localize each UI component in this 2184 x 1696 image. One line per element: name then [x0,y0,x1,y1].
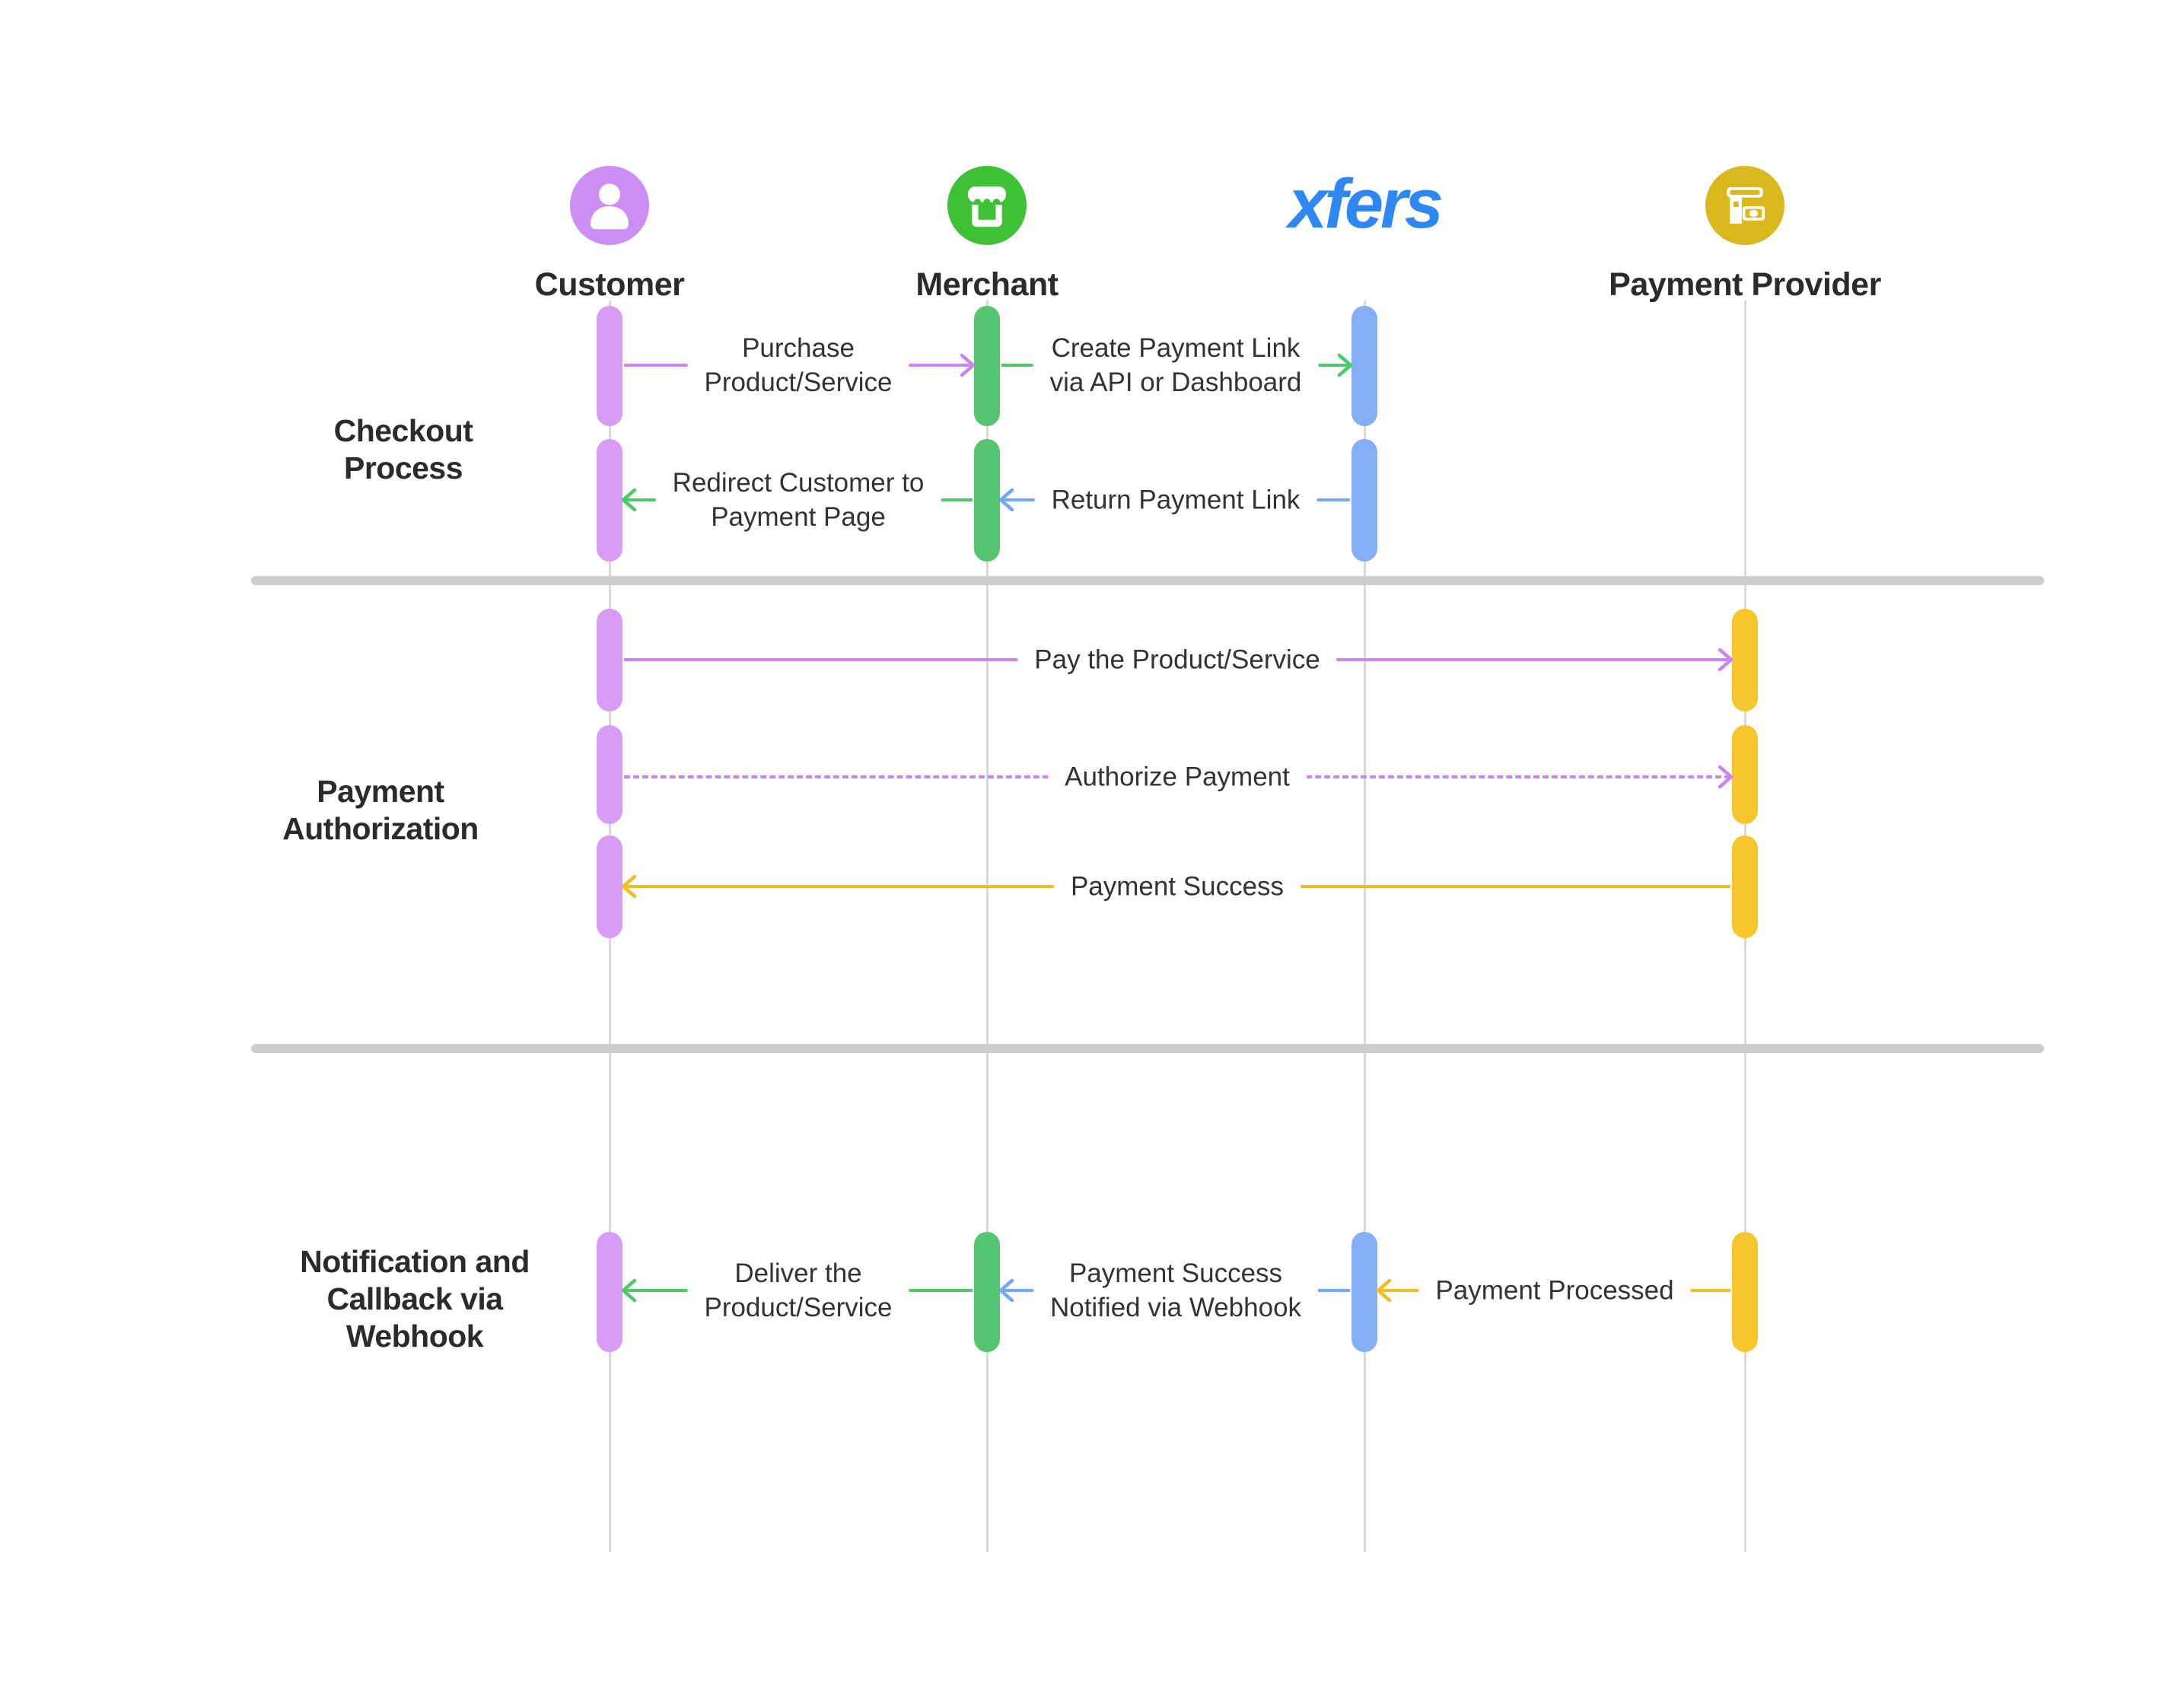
section-label-line: Notification and [300,1244,530,1279]
section-label-checkout-process: Checkout Process [205,412,601,487]
message-label-line: Redirect Customer to [672,468,925,498]
section-label-line: Webhook [345,1319,484,1354]
message-label-line: Authorize Payment [1065,762,1290,792]
bank-payment-icon-glyph [1727,187,1765,224]
storefront-icon [947,166,1027,245]
lifeline-xfers [1364,301,1366,1552]
message-label-line: Payment Processed [1435,1275,1674,1306]
section-label-line: Authorization [282,811,479,846]
message-label-line: Payment Success [1070,871,1285,902]
activation-bar-payment-provider [1732,1232,1758,1352]
message-label: Payment Success [1053,867,1301,905]
activation-bar-merchant [974,1232,1000,1352]
section-label-line: Callback via [326,1281,503,1316]
section-label-payment-authorization: Payment Authorization [183,773,578,848]
activation-bar-customer [597,439,622,562]
section-label-line: Payment [317,774,444,809]
person-icon [570,166,649,245]
section-label-line: Process [343,450,463,485]
arrowhead-right-icon [1718,765,1734,789]
storefront-icon-glyph [968,186,1006,228]
arrowhead-left-icon [1376,1278,1392,1303]
activation-bar-payment-provider [1732,725,1758,824]
message-label-line: Create Payment Link [1051,333,1301,363]
message-label-line: Product/Service [704,1293,893,1322]
person-icon-glyph [591,183,629,230]
activation-bar-merchant [974,306,1000,426]
activation-bar-customer [597,725,622,824]
message-label: Payment Processed [1418,1271,1691,1309]
lifeline-merchant [986,301,989,1552]
message-label: Deliver the Product/Service [687,1255,909,1326]
activation-bar-merchant [974,439,1000,562]
message-label-line: Payment Page [711,502,886,532]
activation-bar-customer [597,609,622,711]
activation-bar-xfers [1351,439,1377,562]
actor-label-payment-provider: Payment Provider [1609,266,1881,303]
message-label-line: Payment Success [1068,1258,1283,1288]
message-label-line: via API or Dashboard [1049,368,1302,397]
message-label-line: Deliver the [734,1258,862,1288]
activation-bar-customer [597,835,622,938]
section-label-notification-webhook: Notification and Callback via Webhook [217,1243,613,1355]
message-label: Pay the Product/Service [1017,641,1337,679]
message-label-line: Return Payment Link [1051,485,1301,515]
arrowhead-left-icon [621,874,637,899]
message-label: Redirect Customer to Payment Page [655,464,941,536]
message-label: Payment Success Notified via Webhook [1033,1255,1319,1326]
message-label: Purchase Product/Service [687,329,909,401]
xfers-wordmark-logo: xfers [1288,165,1444,243]
arrowhead-left-icon [998,488,1014,512]
activation-bar-payment-provider [1732,835,1758,938]
activation-bar-payment-provider [1732,609,1758,711]
arrowhead-right-icon [1337,353,1353,377]
message-label-line: Purchase [742,333,855,363]
activation-bar-customer [597,1232,622,1352]
section-label-line: Checkout [333,413,473,448]
arrowhead-left-icon [998,1278,1014,1303]
actor-label-merchant: Merchant [915,266,1059,303]
activation-bar-customer [597,306,622,426]
arrowhead-left-icon [621,1278,637,1303]
section-divider-1 [251,576,2044,585]
bank-payment-icon [1705,166,1784,245]
activation-bar-xfers [1351,1232,1377,1352]
message-label-line: Pay the Product/Service [1034,644,1320,675]
message-label: Authorize Payment [1048,758,1307,796]
message-label: Create Payment Link via API or Dashboard [1033,329,1319,401]
activation-bar-xfers [1351,306,1377,426]
section-divider-2 [251,1044,2044,1053]
arrowhead-right-icon [960,353,976,377]
message-label-line: Product/Service [704,368,893,397]
actor-label-customer: Customer [534,266,685,303]
message-label: Return Payment Link [1034,481,1317,519]
message-label-line: Notified via Webhook [1049,1293,1302,1322]
arrowhead-left-icon [621,488,637,512]
arrowhead-right-icon [1718,648,1734,672]
